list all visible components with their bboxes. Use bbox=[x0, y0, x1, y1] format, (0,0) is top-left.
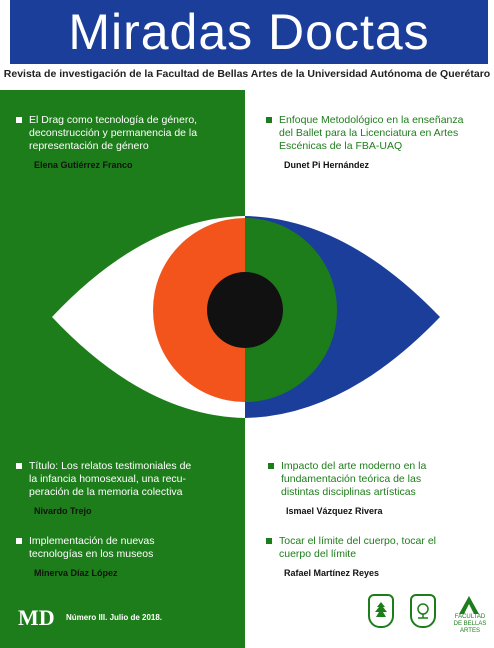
masthead: Miradas Doctas bbox=[10, 0, 488, 64]
article-1[interactable]: El Drag como tecnología de género, decon… bbox=[16, 114, 241, 172]
article-2[interactable]: Enfoque Metodológico en la enseñanza del… bbox=[266, 114, 492, 172]
article-3[interactable]: Título: Los relatos testimoniales de la … bbox=[16, 460, 241, 518]
bullet-icon bbox=[266, 538, 272, 544]
uaq-seal-icon bbox=[368, 594, 394, 628]
article-author: Dunet Pi Hernández bbox=[284, 160, 370, 170]
article-title: Implementación de nuevas tecnologías en … bbox=[29, 535, 155, 560]
article-author: Nivardo Trejo bbox=[34, 506, 92, 516]
bullet-icon bbox=[16, 463, 22, 469]
bullet-icon bbox=[266, 117, 272, 123]
fba-label: FACULTAD DE BELLAS ARTES bbox=[453, 614, 487, 634]
fba-seal-icon bbox=[410, 594, 436, 628]
article-title: El Drag como tecnología de género, decon… bbox=[29, 114, 198, 152]
article-title: Título: Los relatos testimoniales de la … bbox=[29, 460, 192, 498]
article-title: Tocar el límite del cuerpo, tocar el cue… bbox=[279, 535, 436, 560]
article-title: Impacto del arte moderno en la fundament… bbox=[281, 460, 427, 498]
article-title: Enfoque Metodológico en la enseñanza del… bbox=[279, 114, 464, 152]
iris-orange-half bbox=[153, 218, 245, 402]
issue-info: Número III. Julio de 2018. bbox=[66, 613, 163, 622]
article-author: Minerva Díaz López bbox=[34, 568, 118, 578]
article-author: Ismael Vázquez Rivera bbox=[286, 506, 383, 516]
article-author: Elena Gutiérrez Franco bbox=[34, 160, 133, 170]
bullet-icon bbox=[16, 538, 22, 544]
bullet-icon bbox=[16, 117, 22, 123]
iris-green-half bbox=[245, 218, 337, 402]
bullet-icon bbox=[268, 463, 274, 469]
fba-a-logo-icon bbox=[459, 596, 479, 614]
article-4[interactable]: Impacto del arte moderno en la fundament… bbox=[268, 460, 492, 518]
magazine-subtitle: Revista de investigación de la Facultad … bbox=[3, 68, 491, 80]
md-logo: MD bbox=[18, 605, 55, 630]
article-author: Rafael Martínez Reyes bbox=[284, 568, 380, 578]
pupil bbox=[207, 272, 283, 348]
magazine-title: Miradas Doctas bbox=[68, 4, 430, 60]
article-5[interactable]: Implementación de nuevas tecnologías en … bbox=[16, 535, 241, 580]
article-6[interactable]: Tocar el límite del cuerpo, tocar el cue… bbox=[266, 535, 492, 580]
